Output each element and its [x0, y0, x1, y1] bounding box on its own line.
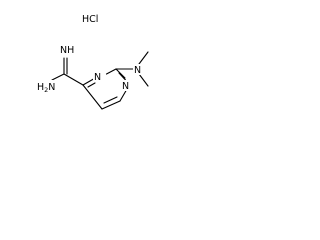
bond-amidine-nh2: [51, 73, 65, 81]
salt-label: HCl: [82, 14, 98, 25]
atom-labels: NH H2N N N N HCl: [37, 14, 142, 94]
bonds: [51, 51, 149, 110]
structure-canvas: NH H2N N N N HCl: [37, 14, 149, 110]
bond-n3-c2: [105, 68, 117, 75]
bond-c6-c5: [101, 100, 121, 110]
bond-c4-n3: [82, 78, 95, 86]
bond-n-methyl-down: [138, 73, 149, 87]
amine-subscript: 2: [44, 86, 48, 94]
amine-h-letter: H: [37, 82, 44, 93]
dimethylamino-n-label: N: [134, 65, 141, 76]
label-bg-n1: [121, 80, 130, 91]
bond-c4-amidine: [63, 73, 84, 86]
bond-c5-c4: [82, 84, 103, 110]
label-bg-h2n: [37, 80, 53, 92]
ring-n1-label: N: [122, 81, 129, 92]
imine-nh-label: NH: [60, 45, 74, 56]
amine-h2n-label: H2N: [37, 82, 55, 94]
bond-c2-n1: [115, 68, 126, 79]
label-bg-n3: [93, 71, 102, 82]
bond-c4-n3-double: [87, 82, 96, 88]
label-bg-nme2: [133, 64, 142, 75]
bond-c2-n1-double: [118, 72, 127, 81]
bond-c6-c5-double: [103, 96, 118, 104]
label-bg-nh: [59, 44, 72, 55]
ring-n3-label: N: [94, 72, 101, 83]
bond-n-methyl-up: [138, 51, 149, 65]
amine-n-letter: N: [48, 82, 55, 93]
